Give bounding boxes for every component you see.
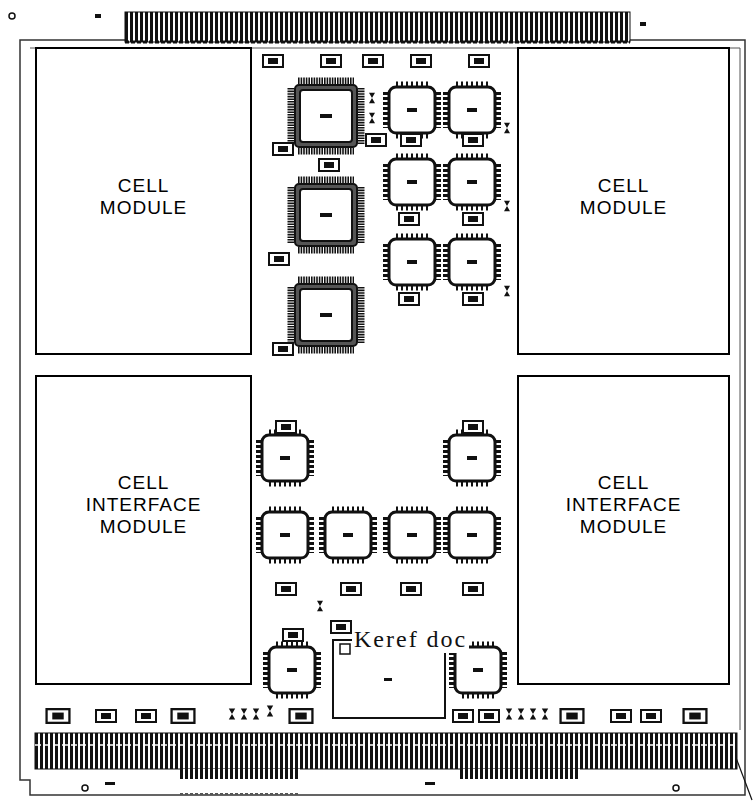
interface-module-box: CELL INTERFACE MODULE: [517, 375, 730, 685]
interface-module-box: CELL INTERFACE MODULE: [35, 375, 252, 685]
watermark-text: Keref doc: [352, 626, 469, 653]
module-box: CELL MODULE: [517, 47, 730, 355]
module-label: CELL INTERFACE MODULE: [74, 472, 214, 538]
module-label: CELL MODULE: [74, 175, 214, 219]
module-label: CELL MODULE: [554, 175, 694, 219]
module-label: CELL INTERFACE MODULE: [554, 472, 694, 538]
module-box: CELL MODULE: [35, 47, 252, 355]
